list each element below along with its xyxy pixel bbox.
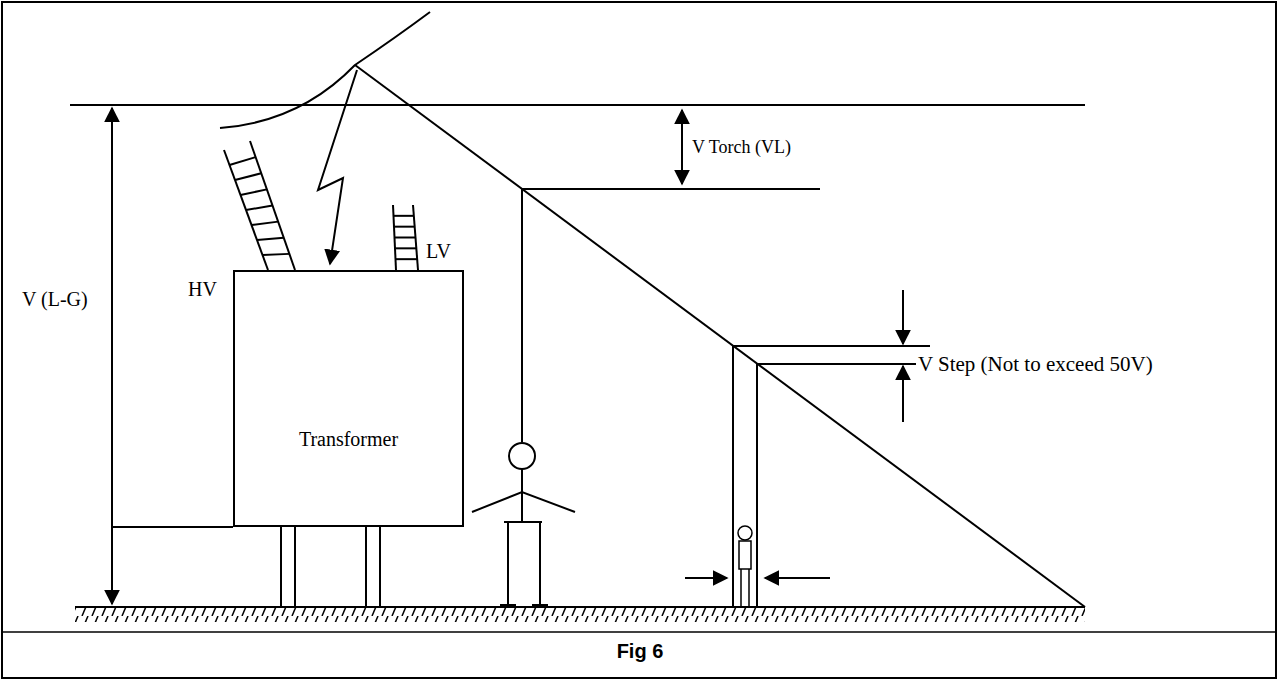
dimension-arrow xyxy=(902,290,904,344)
stride-arrow xyxy=(685,577,727,579)
conductor xyxy=(220,12,430,128)
lightning-flash xyxy=(318,70,357,264)
dimension-arrow xyxy=(111,108,113,604)
step-level xyxy=(733,345,930,347)
voltage-label: V Torch (VL) xyxy=(690,138,793,158)
voltage-label: V (L-G) xyxy=(20,288,90,310)
potential-line xyxy=(70,104,1085,106)
ground-hatching xyxy=(75,608,1085,622)
base-line xyxy=(112,526,233,528)
stride-arrow xyxy=(765,577,830,579)
hv-bushing xyxy=(224,141,295,270)
touch-level xyxy=(522,188,820,190)
ground-line xyxy=(75,606,1085,608)
step-lead xyxy=(732,346,734,607)
bushing-label: LV xyxy=(424,240,453,262)
dimension-arrow xyxy=(902,366,904,422)
touch-lead xyxy=(521,189,523,442)
transformer-legs xyxy=(281,527,380,607)
dimension-arrow xyxy=(681,110,683,184)
person-step xyxy=(738,526,752,606)
caption-rule xyxy=(2,631,1276,633)
bushing-label: HV xyxy=(186,278,219,300)
box-label: Transformer xyxy=(235,428,462,451)
potential-gradient xyxy=(355,65,1085,607)
voltage-label: V Step (Not to exceed 50V) xyxy=(916,353,1155,376)
transformer-box: Transformer xyxy=(233,270,464,527)
step-level xyxy=(757,363,930,365)
lv-bushing xyxy=(393,205,418,270)
person-touch xyxy=(472,443,575,605)
figure-caption: Fig 6 xyxy=(617,640,664,663)
step-lead xyxy=(756,364,758,607)
